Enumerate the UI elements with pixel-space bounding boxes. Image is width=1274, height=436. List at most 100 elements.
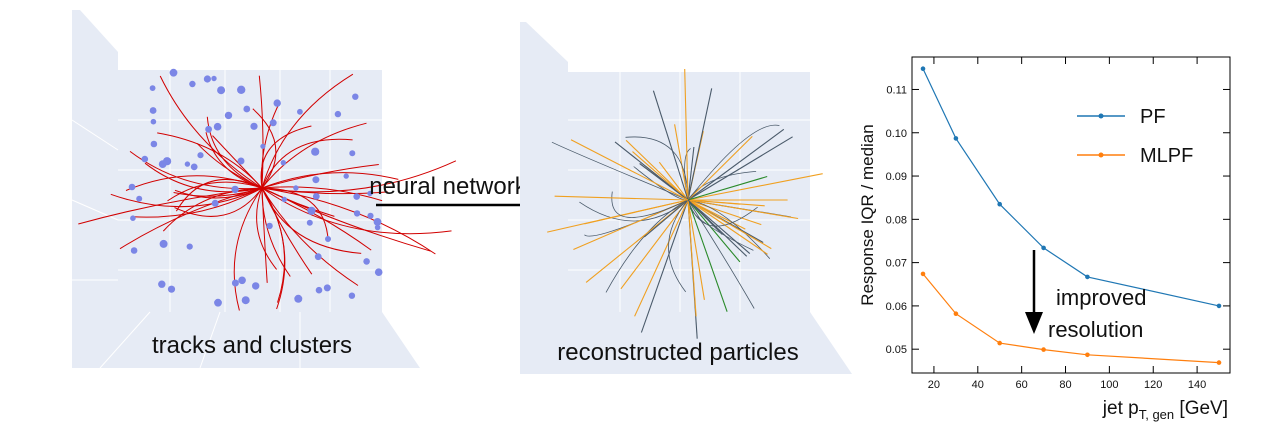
particle-track xyxy=(687,199,772,250)
cluster xyxy=(297,108,303,115)
particle-track xyxy=(687,199,755,309)
particle-track xyxy=(687,199,728,312)
x-tick-label: 40 xyxy=(972,379,984,391)
y-tick-label: 0.11 xyxy=(886,84,907,96)
series-lines xyxy=(920,66,1222,365)
plot-frame xyxy=(911,56,1231,374)
particle-track xyxy=(625,139,689,201)
x-tick-label: 140 xyxy=(1188,379,1206,391)
data-point-mlpf xyxy=(920,271,926,277)
track xyxy=(167,181,263,202)
particle-track xyxy=(639,163,689,201)
legend-pf-marker xyxy=(1098,113,1104,119)
cluster xyxy=(367,190,373,197)
middle-event-display: reconstructed particles xyxy=(520,22,852,374)
y-axis-label: Response IQR / median xyxy=(858,124,877,305)
cluster xyxy=(237,85,246,95)
particle-track xyxy=(674,124,689,201)
clusters xyxy=(128,68,383,307)
particle-track xyxy=(570,139,689,201)
track xyxy=(196,142,263,189)
data-point-mlpf xyxy=(997,340,1002,346)
cluster xyxy=(211,75,217,82)
track xyxy=(159,75,263,189)
track xyxy=(261,186,383,202)
cluster xyxy=(159,239,168,248)
annotation-line-1: improved xyxy=(1056,285,1146,310)
track xyxy=(261,187,313,275)
track xyxy=(110,187,263,208)
y-tick-label: 0.06 xyxy=(886,301,907,313)
cluster xyxy=(367,212,374,219)
particle-track xyxy=(687,199,697,317)
x-label-unit: [GeV] xyxy=(1174,398,1228,419)
legend: PF MLPF xyxy=(1077,106,1193,167)
cluster xyxy=(224,111,233,120)
left-wall xyxy=(72,10,118,368)
particle-track xyxy=(687,199,768,255)
particle-track xyxy=(687,128,785,201)
cluster xyxy=(197,152,204,159)
track xyxy=(144,162,263,193)
track xyxy=(261,122,367,189)
particle-track xyxy=(687,199,748,257)
cluster xyxy=(205,125,213,133)
cluster xyxy=(293,185,299,191)
cluster xyxy=(343,173,349,179)
tracks xyxy=(78,73,457,311)
cluster xyxy=(184,161,191,167)
particle-track xyxy=(579,199,689,222)
track xyxy=(261,138,353,189)
particle-track xyxy=(687,146,695,201)
track xyxy=(261,187,436,255)
cluster xyxy=(306,219,313,226)
cluster xyxy=(363,258,370,265)
track xyxy=(261,187,388,195)
cluster xyxy=(307,206,316,215)
cluster xyxy=(280,160,286,166)
y-tick-label: 0.05 xyxy=(886,344,907,356)
track xyxy=(258,75,264,189)
cluster xyxy=(348,292,356,299)
cluster xyxy=(243,105,251,113)
cluster xyxy=(269,119,277,127)
y-tick-label: 0.07 xyxy=(886,258,907,270)
track xyxy=(78,187,263,225)
data-point-pf xyxy=(953,136,959,141)
cluster xyxy=(314,253,322,261)
cluster xyxy=(214,298,222,307)
particle-track xyxy=(687,199,799,220)
cluster xyxy=(128,183,136,191)
arrow-label: neural network xyxy=(369,173,527,200)
cluster xyxy=(213,122,222,131)
track xyxy=(125,175,263,191)
track xyxy=(261,187,286,310)
particle-track xyxy=(687,199,741,205)
improvement-annotation: improved resolution xyxy=(1025,250,1146,342)
track xyxy=(261,187,291,277)
cluster xyxy=(252,282,260,290)
data-point-pf xyxy=(1041,245,1046,251)
cluster xyxy=(334,110,342,118)
particle-track xyxy=(687,199,762,226)
particle-track xyxy=(632,151,689,201)
particles xyxy=(547,68,823,339)
particle-track xyxy=(684,68,689,201)
data-point-mlpf xyxy=(1216,360,1222,365)
particle-track xyxy=(554,195,689,201)
particle-track xyxy=(658,161,689,201)
track xyxy=(261,187,359,286)
legend-pf-label: PF xyxy=(1140,106,1166,128)
particle-track xyxy=(687,199,758,227)
track xyxy=(260,125,312,189)
particle-track xyxy=(652,90,689,201)
data-point-pf xyxy=(997,201,1002,207)
middle-caption: reconstructed particles xyxy=(557,339,798,366)
data-point-pf xyxy=(920,66,926,71)
particle-track xyxy=(640,199,689,333)
cluster xyxy=(158,280,166,288)
particle-track xyxy=(643,199,689,238)
data-point-pf xyxy=(1216,303,1222,309)
legend-mlpf-marker xyxy=(1098,152,1104,158)
